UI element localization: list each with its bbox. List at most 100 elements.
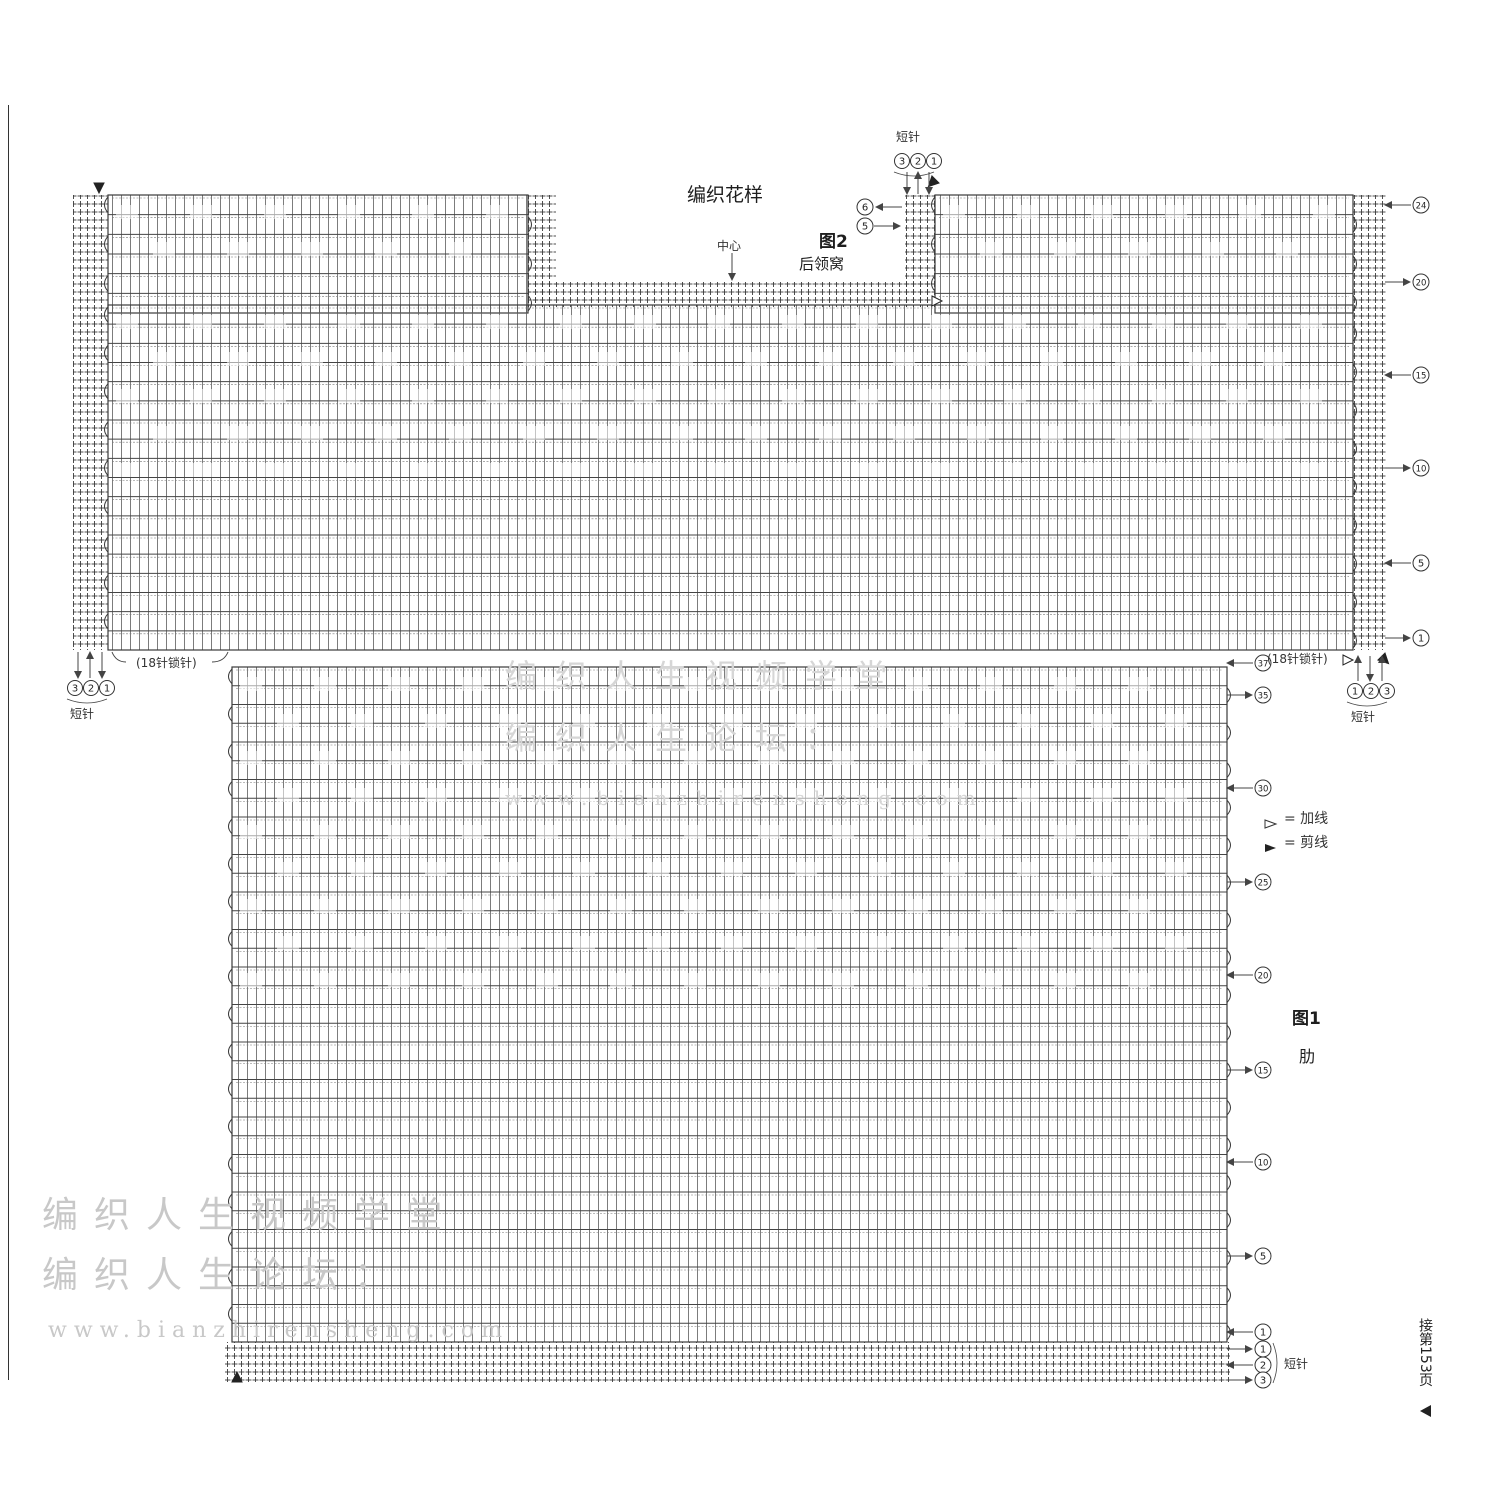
upper-body-mesh-hole [486,389,508,403]
upper-body-mesh-hole [1152,463,1174,477]
upper-body-mesh-hole [1226,463,1248,477]
lower-body-mesh-hole [573,936,595,950]
row-marker-upper-label: 1 [1418,634,1424,645]
row-marker-lower-circle [1254,654,1272,672]
row-marker-lower-circle [1254,686,1272,704]
row-marker-rib-label: 1 [1260,1345,1266,1356]
upper-body-mesh-hole [819,352,841,366]
lower-body-mesh-hole [499,936,521,950]
lower-body-mesh-hole [425,714,447,728]
upper-right-shoulder-mesh-hole [1239,205,1261,219]
upper-left-shoulder-mesh-hole [412,205,434,219]
lower-body-turn-loop [228,1231,233,1247]
upper-body-mesh-hole [412,463,434,477]
lower-body-mesh-hole [943,788,965,802]
lower-body-mesh-hole [647,862,669,876]
lower-body-turn-loop [1226,762,1231,778]
short-stitch-left-circle [67,680,83,696]
short-stitch-left-label: 2 [88,684,94,695]
row-marker-lower-label: 5 [1260,1252,1266,1263]
upper-left-shoulder [104,194,532,314]
row-marker-lower-circle [1254,873,1272,891]
upper-left-shoulder-mesh-hole [227,242,249,256]
lower-body-mesh-hole [240,973,262,987]
rib-brace [1272,1342,1278,1384]
lower-body-mesh-hole [351,714,373,728]
lower-body-mesh-hole [314,677,336,691]
stitch-grid [73,194,1386,1382]
short-stitch-right-circle [1379,683,1395,699]
lower-body-mesh-hole [462,677,484,691]
lower-body-mesh-hole [1165,714,1187,728]
neck-band-edging [528,282,933,307]
lower-body-mesh-hole [314,751,336,765]
lower-body-mesh-hole [1017,936,1039,950]
lower-body-mesh-hole [573,862,595,876]
upper-body-mesh-hole [1263,426,1285,440]
lower-body-mesh-hole [684,825,706,839]
upper-body-mesh-hole [301,426,323,440]
short-stitch-right-label: 1 [1352,687,1358,698]
upper-body-mesh-hole [745,426,767,440]
row-marker-lower-label: 15 [1258,1067,1269,1077]
lower-body-mesh-hole [943,714,965,728]
lower-body-mesh-hole [684,973,706,987]
watermark-center-line2: 编织人生论坛： [505,719,856,757]
lower-body-mesh-hole [536,899,558,913]
row-marker-lower-label: 1 [1260,1328,1266,1339]
upper-body-mesh-hole [1004,315,1026,329]
lower-body-turn-loop [228,1268,233,1285]
upper-body-mesh-hole [523,426,545,440]
lower-body-mesh-hole [1091,936,1113,950]
lower-body-mesh-hole [425,788,447,802]
lower-body-mesh-hole [906,973,928,987]
lower-body-turn-loop [228,1081,233,1097]
chain-label-right: (18针锁针) [1267,652,1328,666]
upper-body-mesh-hole [190,315,212,329]
short-stitch-label-right: 短针 [1351,710,1376,724]
upper-body-mesh-hole [708,315,730,329]
upper-body-mesh-hole [782,389,804,403]
row-marker-lower-label: 35 [1258,692,1269,702]
upper-body-mesh-hole [782,315,804,329]
upper-body-mesh-hole [1004,463,1026,477]
upper-body-mesh-hole [597,352,619,366]
upper-body-mesh-hole [1226,315,1248,329]
lower-body-turn-loop [1226,1099,1231,1116]
lower-body-mesh-hole [721,862,743,876]
lower-body-mesh-hole [795,862,817,876]
lower-body-turn-loop [228,743,233,760]
upper-body-mesh-hole [856,463,878,477]
upper-body-mesh-hole [1189,426,1211,440]
left-margin-rule [8,105,9,1380]
upper-right-shoulder-mesh-hole [1313,205,1335,219]
lower-body-mesh-hole [240,677,262,691]
upper-right-shoulder-mesh-hole [1165,205,1187,219]
upper-body-mesh-hole [597,426,619,440]
upper-right-shoulder-mesh-hole [1128,242,1150,256]
upper-body-mesh-hole [116,389,138,403]
upper-body-mesh-hole [893,426,915,440]
lower-body-mesh-hole [277,862,299,876]
upper-body-mesh-hole [819,426,841,440]
chain-bracket-left [111,651,229,663]
upper-body-mesh-hole [1115,426,1137,440]
lower-body-mesh-hole [388,751,410,765]
lower-body-mesh-hole [388,973,410,987]
upper-body-mesh-hole [856,315,878,329]
lower-body-turn-loop [228,856,233,872]
upper-body-mesh-hole [560,463,582,477]
watermark-center-line1: 编织人生视频学堂 [505,657,906,695]
lower-body-mesh-hole [647,788,669,802]
lower-body-turn-loop [1226,1287,1231,1303]
upper-body-mesh-hole [1152,315,1174,329]
upper-body-mesh-hole [264,315,286,329]
short-stitch-right-circle [1347,683,1363,699]
cut-yarn-marker [231,1370,243,1383]
lower-body-mesh-hole [684,751,706,765]
upper-body-mesh-hole [560,315,582,329]
lower-body-mesh-hole [425,936,447,950]
row-marker-upper-circle [1412,459,1430,477]
row-marker-lower-circle [1254,1153,1272,1171]
